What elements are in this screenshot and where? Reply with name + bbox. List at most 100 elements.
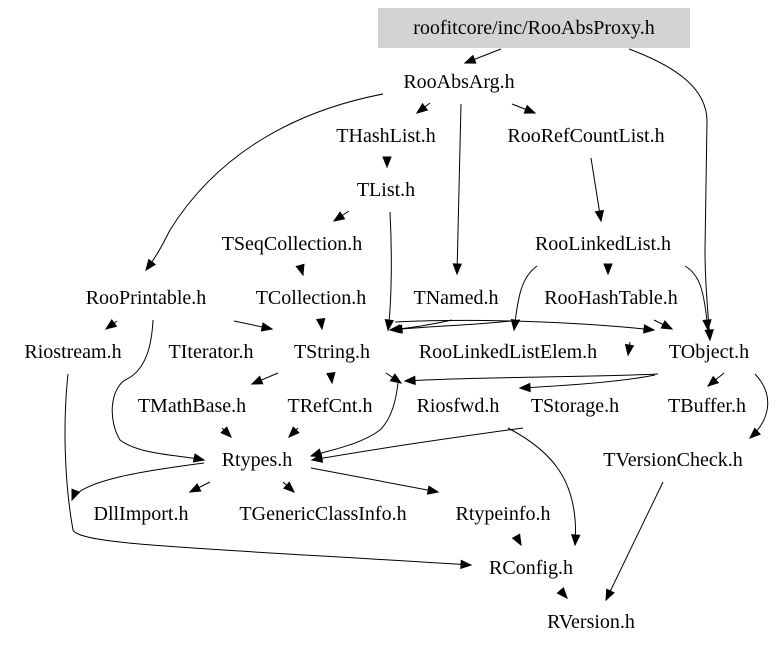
node-TCollection[interactable]: TCollection.h xyxy=(256,287,367,309)
edge-Rtypes-to-Rtypeinfo xyxy=(310,467,440,495)
node-label: TVersionCheck.h xyxy=(603,449,742,471)
node-Rtypes[interactable]: Rtypes.h xyxy=(222,449,293,471)
arrowhead-icon xyxy=(556,586,568,600)
arrowhead-icon xyxy=(706,375,720,387)
edge-line xyxy=(404,373,659,382)
arrowhead-icon xyxy=(188,483,202,493)
arrowhead-icon xyxy=(288,426,300,438)
node-label: TStorage.h xyxy=(531,395,619,417)
arrowhead-icon xyxy=(571,534,581,547)
node-label: TBuffer.h xyxy=(668,395,746,417)
root-node[interactable]: roofitcore/inc/RooAbsProxy.h xyxy=(378,8,690,48)
node-RooHashTable[interactable]: RooHashTable.h xyxy=(544,287,678,309)
node-Riostream[interactable]: Riostream.h xyxy=(24,341,121,363)
arrowhead-icon xyxy=(192,453,206,463)
node-label: RooLinkedList.h xyxy=(535,233,671,255)
node-TNamed[interactable]: TNamed.h xyxy=(414,287,499,309)
node-RooPrintable[interactable]: RooPrintable.h xyxy=(86,287,207,309)
arrowhead-icon xyxy=(104,318,118,330)
edge-RooAbsArg-to-RooPrintable xyxy=(145,93,384,272)
arrowhead-icon xyxy=(220,426,232,438)
node-label: TCollection.h xyxy=(256,287,367,309)
arrowhead-icon xyxy=(382,156,392,169)
edge-TString-to-Rtypes xyxy=(309,382,399,458)
edge-line xyxy=(456,103,462,275)
node-TGenericClassInfo[interactable]: TGenericClassInfo.h xyxy=(239,503,406,525)
arrowhead-icon xyxy=(523,104,537,114)
edge-line xyxy=(605,481,664,601)
edge-line xyxy=(394,319,655,331)
edge-TString-to-TMathBase xyxy=(250,372,279,385)
edge-RooPrintable-to-Rtypes xyxy=(111,319,206,463)
node-RVersion[interactable]: RVersion.h xyxy=(547,611,635,633)
edge-TRefCnt-to-Rtypes xyxy=(288,426,300,438)
node-RooLinkedListElem[interactable]: RooLinkedListElem.h xyxy=(419,341,597,363)
node-TRefCnt[interactable]: TRefCnt.h xyxy=(288,395,373,417)
arrowhead-icon xyxy=(452,263,462,276)
arrowhead-icon xyxy=(390,324,403,334)
node-label: Rtypes.h xyxy=(222,449,293,471)
edge-TVersionCheck-to-RVersion xyxy=(605,481,664,602)
arrowhead-icon xyxy=(250,375,264,385)
arrowhead-icon xyxy=(704,329,714,342)
arrowhead-icon xyxy=(511,533,522,547)
edge-RooLinkedList-to-TObject xyxy=(684,265,712,332)
edge-line xyxy=(387,211,392,331)
node-label: TRefCnt.h xyxy=(288,395,373,417)
node-THashList[interactable]: THashList.h xyxy=(336,125,435,147)
node-TBuffer[interactable]: TBuffer.h xyxy=(668,395,746,417)
node-TSeqCollection[interactable]: TSeqCollection.h xyxy=(222,233,363,255)
arrowhead-icon xyxy=(310,453,324,463)
edge-TCollection-to-TObject xyxy=(394,319,656,334)
edge-line xyxy=(71,462,205,501)
edge-line xyxy=(111,319,205,461)
node-label: RooPrintable.h xyxy=(86,287,207,309)
node-RooLinkedList[interactable]: RooLinkedList.h xyxy=(535,233,671,255)
edge-RooPrintable-to-TString xyxy=(233,320,274,332)
node-RooAbsArg[interactable]: RooAbsArg.h xyxy=(403,71,514,93)
edge-RConfig-to-RVersion xyxy=(556,586,568,600)
node-TMathBase[interactable]: TMathBase.h xyxy=(138,395,246,417)
arrowhead-icon xyxy=(384,318,395,332)
edge-line xyxy=(310,467,439,493)
node-TObject[interactable]: TObject.h xyxy=(669,341,749,363)
node-TVersionCheck[interactable]: TVersionCheck.h xyxy=(603,449,742,471)
arrowhead-icon xyxy=(426,485,440,495)
edge-line xyxy=(507,427,577,546)
node-label: TString.h xyxy=(294,341,370,363)
edge-TObject-to-Riosfwd xyxy=(403,373,659,386)
node-TIterator[interactable]: TIterator.h xyxy=(169,341,254,363)
edge-TObject-to-TVersionCheck xyxy=(748,373,769,439)
arrowhead-icon xyxy=(603,263,613,276)
node-TString[interactable]: TString.h xyxy=(294,341,370,363)
node-RConfig[interactable]: RConfig.h xyxy=(489,557,573,579)
edge-line xyxy=(519,374,656,389)
edge-line xyxy=(145,93,384,271)
arrowhead-icon xyxy=(309,448,323,458)
node-TList[interactable]: TList.h xyxy=(357,179,415,201)
node-Riosfwd[interactable]: Riosfwd.h xyxy=(417,395,500,417)
node-RooRefCountList[interactable]: RooRefCountList.h xyxy=(507,125,664,147)
edge-line xyxy=(311,427,524,461)
node-DllImport[interactable]: DllImport.h xyxy=(94,503,189,525)
edges-layer xyxy=(64,48,769,602)
node-label: TMathBase.h xyxy=(138,395,246,417)
node-TStorage[interactable]: TStorage.h xyxy=(531,395,619,417)
node-label: RConfig.h xyxy=(489,557,573,579)
arrowhead-icon xyxy=(518,382,531,393)
edge-RooPrintable-to-Riostream xyxy=(104,318,118,330)
node-label: roofitcore/inc/RooAbsProxy.h xyxy=(413,17,654,39)
edge-RooAbsArg-to-THashList xyxy=(415,102,431,114)
arrowhead-icon xyxy=(463,54,477,64)
node-label: Riosfwd.h xyxy=(417,395,500,417)
node-label: TList.h xyxy=(357,179,415,201)
edge-TString-to-TRefCnt xyxy=(326,372,336,385)
edge-TList-to-TString xyxy=(384,211,395,332)
edge-THashList-to-TList xyxy=(382,156,392,169)
node-Rtypeinfo[interactable]: Rtypeinfo.h xyxy=(456,503,551,525)
arrowhead-icon xyxy=(295,263,305,277)
arrowhead-icon xyxy=(605,588,615,602)
edge-TStorage-to-RConfig xyxy=(507,427,581,547)
edge-RooLinkedList-to-RooHashTable xyxy=(603,263,613,276)
edge-Rtypes-to-DllImport xyxy=(188,481,211,493)
